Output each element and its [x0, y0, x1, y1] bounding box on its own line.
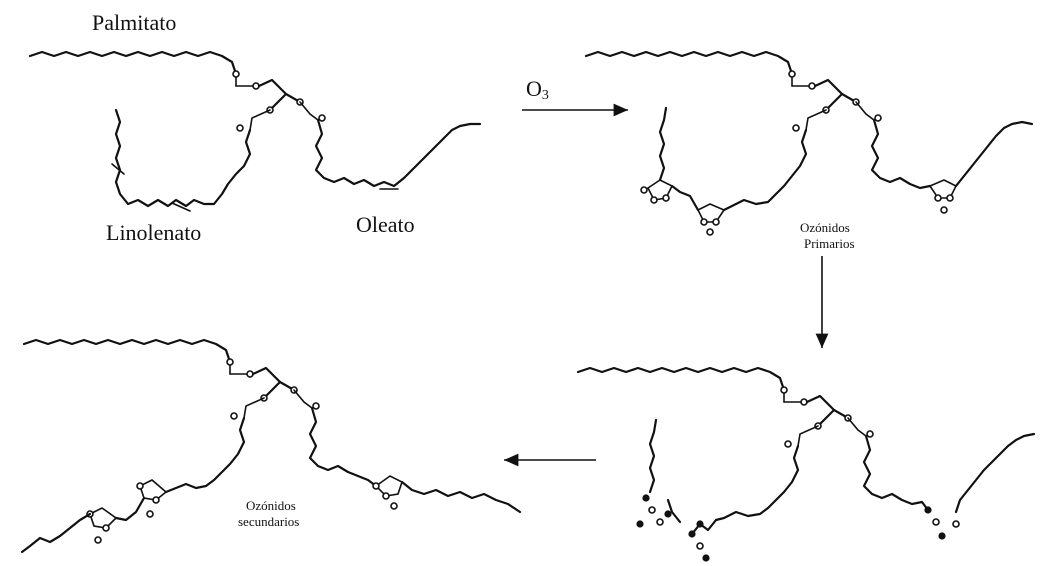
oxygen: [938, 532, 946, 540]
oxygen: [932, 518, 940, 526]
oxygen: [924, 506, 932, 514]
carbonyl-oxygen: [696, 520, 704, 528]
label-palmitato: Palmitato: [92, 10, 176, 35]
terminal-chain: [20, 512, 92, 554]
label-secundarios-1: Ozónidos: [246, 498, 296, 513]
label-oleato: Oleato: [356, 212, 415, 237]
ring-oxygen: [700, 218, 708, 226]
label-primarios-1: Ozónidos: [800, 220, 850, 235]
secondary-ozonide-ring: [89, 507, 118, 529]
palmitate-chain: [584, 50, 794, 76]
fragment: [666, 498, 682, 524]
primary-ozonide-molecule: [584, 50, 1034, 236]
terminal-chain: [954, 432, 1036, 514]
secondary-ozonide-ring: [374, 475, 403, 497]
glycerol-backbone: [813, 78, 858, 104]
terminal-chain: [954, 120, 1034, 188]
oleate-chain: [870, 118, 932, 190]
carbonyl-oxygen: [232, 70, 240, 78]
ring-oxygen: [946, 194, 954, 202]
glycerol-backbone: [805, 394, 850, 420]
ring-oxygen: [102, 524, 110, 532]
palmitate-chain: [28, 50, 238, 76]
ring-oxygen: [390, 502, 398, 510]
carbonyl-oxygen: [784, 440, 792, 448]
ring-oxygen: [706, 228, 714, 236]
ring-oxygen: [712, 218, 720, 226]
carbonyl-oxygen: [866, 430, 874, 438]
carbonyl-oxygen: [788, 70, 796, 78]
carbonyl-oxygen: [874, 114, 882, 122]
double-bond: [111, 163, 125, 175]
carbonyl-oxygen: [688, 530, 696, 538]
ring-oxygen: [650, 196, 658, 204]
oxygen: [664, 510, 672, 518]
ring-oxygen: [934, 194, 942, 202]
carbonyl-oxygen: [230, 412, 238, 420]
label-ozone: O3: [526, 76, 549, 103]
carbonyl-oxygen: [236, 124, 244, 132]
oleate-ester-bond: [293, 389, 313, 409]
glycerol-backbone: [257, 78, 302, 104]
oleate-ester-bond: [299, 101, 319, 121]
ring-oxygen: [372, 482, 380, 490]
palmitate-chain: [576, 366, 786, 392]
oxygen: [656, 518, 664, 526]
ring-oxygen: [662, 194, 670, 202]
palmitate-chain: [22, 338, 232, 364]
glycerol-backbone: [251, 366, 296, 392]
oxygen: [648, 506, 656, 514]
oxygen: [636, 520, 644, 528]
ring-oxygen: [640, 186, 648, 194]
secondary-ozonide-molecule: [20, 338, 522, 554]
carbonyl-oxygen: [318, 114, 326, 122]
oleate-ester-bond: [847, 417, 867, 437]
chain-segment: [670, 184, 700, 212]
ring-oxygen: [136, 482, 144, 490]
ring-oxygen: [94, 536, 102, 544]
oleate-ester-bond: [855, 101, 875, 121]
chain-segment: [114, 496, 146, 522]
linolenate-ester-bond: [797, 425, 819, 447]
oleate-chain: [308, 406, 378, 488]
intermediate-molecule: [576, 366, 1036, 562]
terminal-chain: [658, 106, 668, 182]
linolenate-chain: [714, 444, 800, 522]
ring-oxygen: [146, 510, 154, 518]
label-primarios-2: Primarios: [804, 236, 855, 251]
linolenate-ester-bond: [243, 397, 265, 419]
ring-oxygen: [152, 496, 160, 504]
linolenate-chain: [114, 108, 252, 208]
label-secundarios-2: secundarios: [238, 514, 299, 529]
oxygen: [702, 554, 710, 562]
ring-oxygen: [382, 492, 390, 500]
oleate-chain: [314, 118, 482, 188]
oxygen: [696, 542, 704, 550]
oxygen: [952, 520, 960, 528]
double-bond: [171, 202, 191, 212]
carbonyl-oxygen: [226, 358, 234, 366]
carbonyl-oxygen: [780, 386, 788, 394]
linolenate-chain: [722, 128, 808, 212]
triglyceride-molecule: [28, 50, 482, 212]
oleate-chain: [862, 434, 930, 512]
carbonyl-oxygen: [792, 124, 800, 132]
terminal-chain: [400, 480, 522, 514]
ring-oxygen: [940, 206, 948, 214]
linolenate-chain: [164, 416, 246, 494]
carbonyl-oxygen: [312, 402, 320, 410]
oxygen: [642, 494, 650, 502]
label-linolenato: Linolenato: [106, 220, 201, 245]
linolenate-ester-bond: [249, 109, 271, 131]
terminal-chain: [648, 418, 658, 494]
linolenate-ester-bond: [805, 109, 827, 131]
fragment: [690, 518, 718, 536]
